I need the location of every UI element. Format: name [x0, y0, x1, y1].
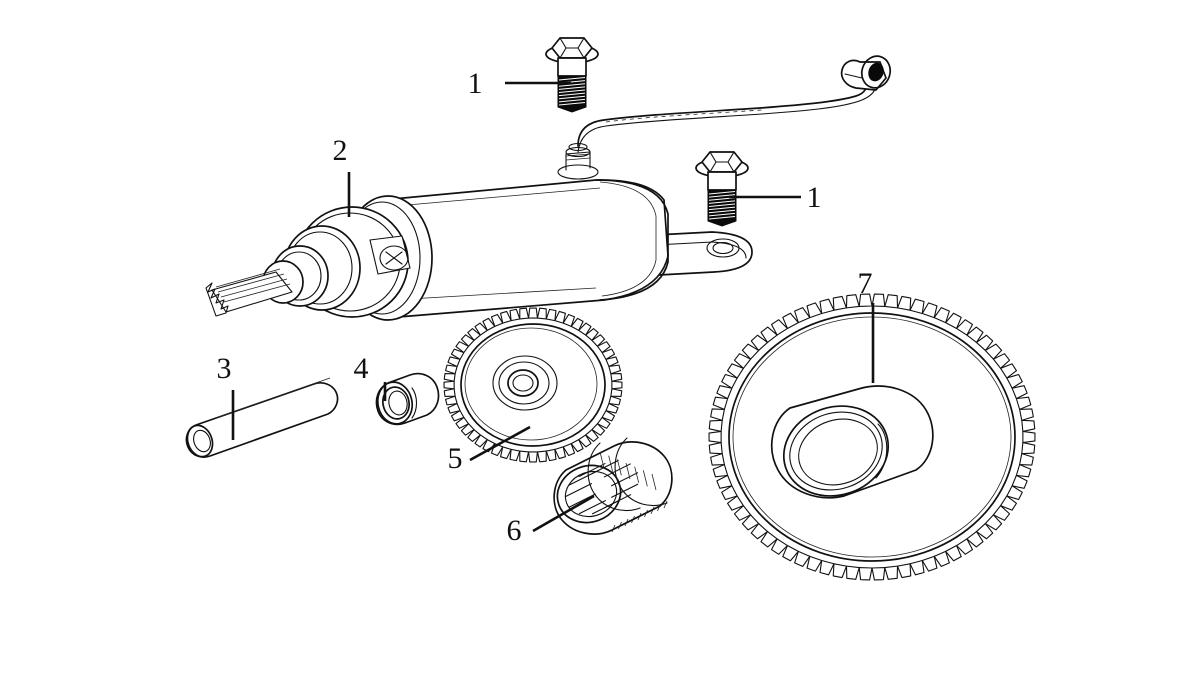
starter-driven-ring-gear — [708, 293, 1036, 581]
starter-cable-lead — [577, 55, 892, 153]
flange-bolt-top — [545, 37, 599, 113]
clutch-knurl-marks — [611, 500, 668, 533]
callout-number-callout-4: 4 — [354, 352, 369, 385]
callout-number-callout-5: 5 — [448, 442, 463, 475]
bolt-thread-lines — [708, 190, 736, 220]
flange-bolt-right — [695, 151, 749, 227]
callout-number-callout-3: 3 — [217, 352, 232, 385]
idler-gear-teeth — [443, 307, 623, 463]
cable-ring-terminal — [840, 55, 892, 91]
splined-output-shaft — [205, 268, 293, 317]
callout-layer: 1 1 2 3 4 5 6 7 — [217, 67, 875, 547]
starter-motor-assembly — [205, 142, 753, 321]
bolt-thread-lines — [558, 76, 586, 106]
callout-number-callout-7: 7 — [858, 267, 873, 300]
motor-terminal-screw — [369, 235, 411, 275]
one-way-starter-clutch — [553, 437, 673, 535]
needle-bearing — [375, 372, 440, 426]
starter-idler-gear — [443, 307, 623, 463]
ring-gear-teeth — [708, 293, 1036, 581]
idler-gear-shaft — [185, 377, 339, 458]
callout-number-callout-2: 2 — [333, 134, 348, 167]
leader-line-6 — [532, 494, 595, 533]
callout-number-callout-1-top: 1 — [468, 67, 483, 100]
callout-number-callout-1-right: 1 — [807, 181, 822, 214]
ring-gear-hub — [770, 385, 934, 499]
leader-line-5 — [469, 425, 531, 462]
callout-number-callout-6: 6 — [507, 514, 522, 547]
clutch-sprag-rollers — [564, 451, 657, 515]
